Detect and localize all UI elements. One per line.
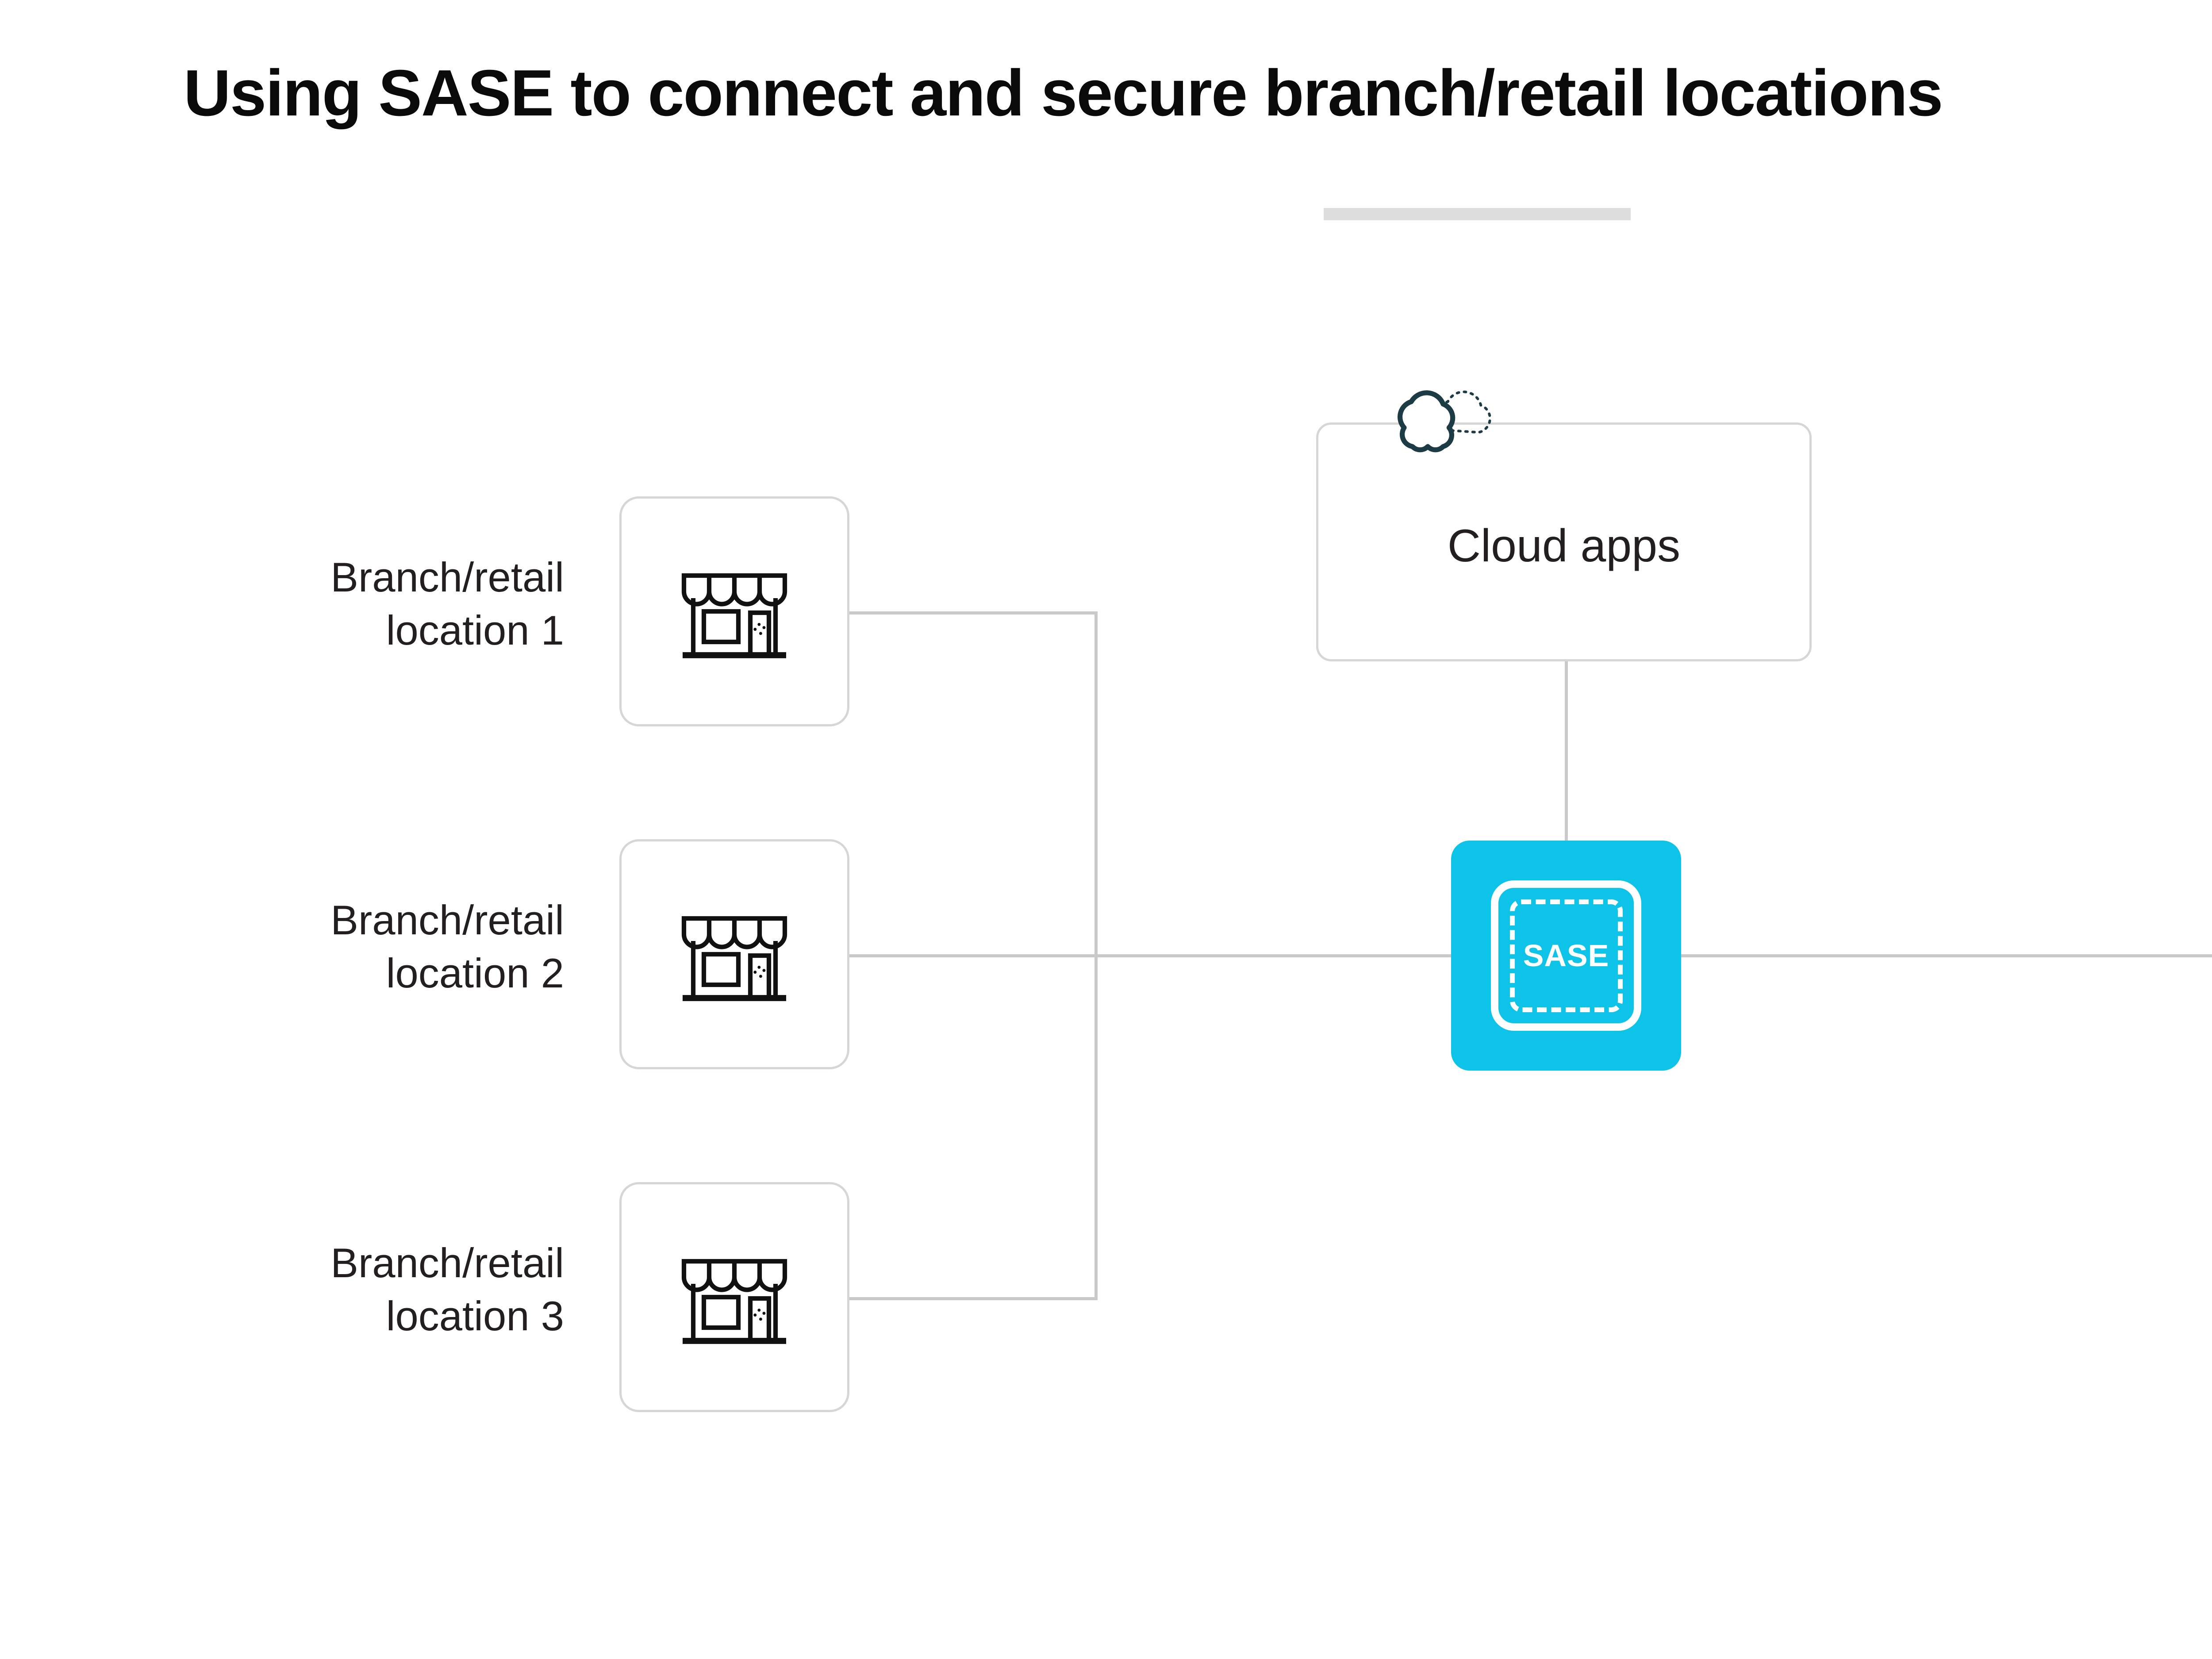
storefront-icon (668, 552, 801, 671)
branch-label-2: Branch/retail location 2 (330, 897, 564, 997)
branch-node-3[interactable] (619, 1182, 849, 1412)
branch-label-1: Branch/retail location 1 (330, 554, 564, 654)
connector-branch2-to-sase (849, 954, 1452, 957)
title-underline-rule (1324, 208, 1631, 220)
connector-cloudapps-to-sase (1565, 661, 1568, 842)
branch-node-2[interactable] (619, 839, 849, 1069)
cloud-icon (1376, 380, 1517, 487)
cloud-apps-node[interactable] (1316, 422, 1812, 661)
branch-node-1[interactable] (619, 496, 849, 726)
connector-branch3-to-bus (849, 1297, 1097, 1300)
connector-sase-to-datacenter (1680, 954, 2212, 957)
storefront-icon (668, 1237, 801, 1357)
cloud-apps-label: Cloud apps (1447, 520, 1681, 572)
sase-shield-icon: SASE (1491, 880, 1641, 1031)
sase-node[interactable]: SASE (1451, 841, 1681, 1071)
page-title: Using SASE to connect and secure branch/… (184, 57, 1943, 130)
sase-label: SASE (1523, 938, 1609, 973)
branch-label-3: Branch/retail location 3 (330, 1240, 564, 1340)
storefront-icon (668, 895, 801, 1014)
connector-branch1-to-bus (849, 611, 1097, 614)
